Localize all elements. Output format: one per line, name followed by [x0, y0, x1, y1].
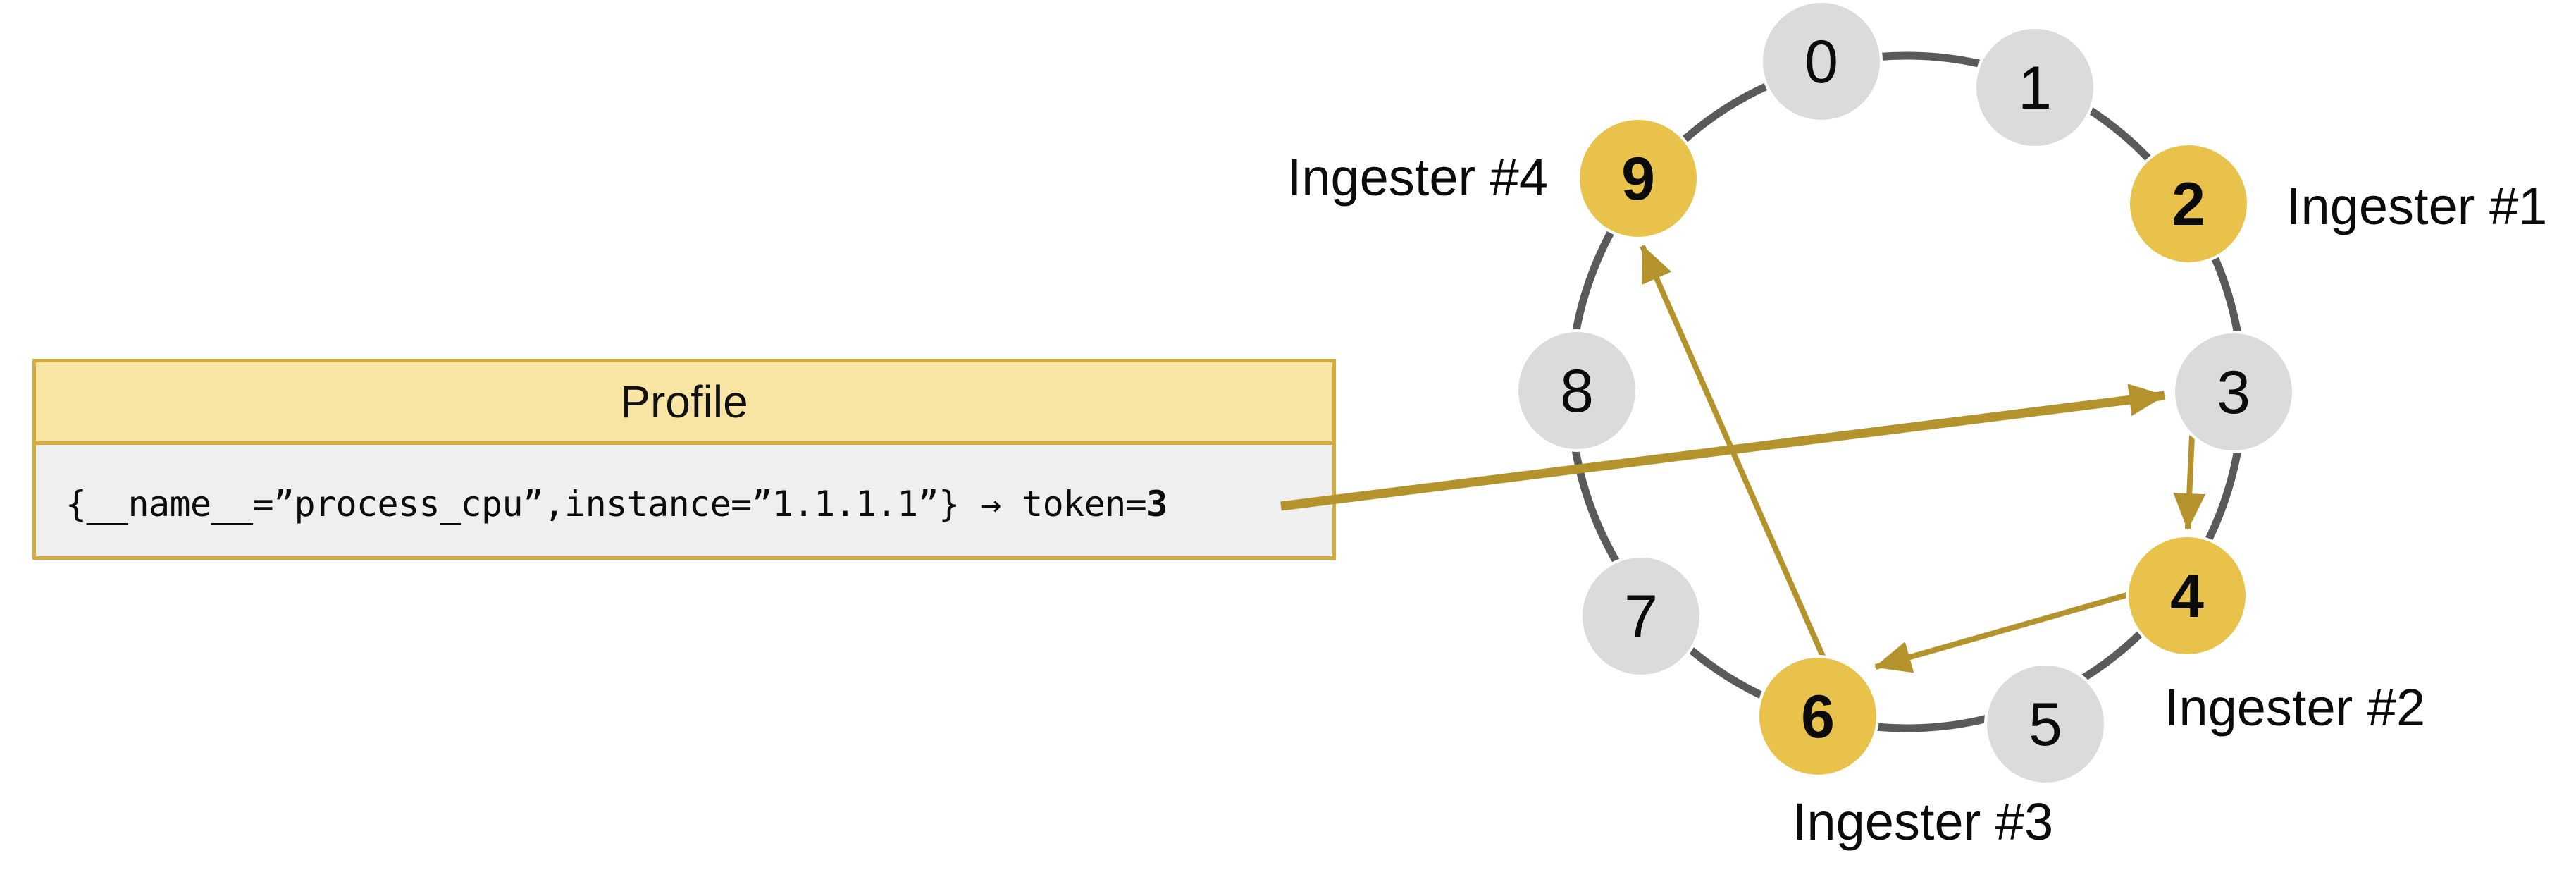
- token-node-circle: [2172, 331, 2295, 453]
- node-6-value: 6: [1801, 683, 1835, 751]
- ring-node-5: 5: [1984, 663, 2107, 785]
- ingester-node-circle: [1577, 117, 1699, 240]
- node6-to-node9-arrow: [1640, 245, 1826, 659]
- token-node-circle: [1760, 0, 1883, 123]
- ingester-3-label: Ingester #3: [1792, 792, 2053, 851]
- token-node-circle: [1974, 26, 2096, 149]
- profile-card-header: Profile: [36, 362, 1332, 445]
- hash-ring-circle: [1566, 51, 2247, 732]
- token3-to-node4-arrow: [2173, 435, 2206, 530]
- profile-card-title: Profile: [620, 376, 748, 427]
- ingester-4-label: Ingester #4: [1287, 148, 1548, 207]
- ring-node-3: 3: [2172, 331, 2295, 453]
- ring-node-8: 8: [1516, 329, 1638, 452]
- ingester-node-circle: [2126, 534, 2248, 657]
- node-8-value: 8: [1560, 357, 1594, 425]
- node-4-value: 4: [2170, 563, 2204, 630]
- ring-node-1: 1: [1974, 26, 2096, 149]
- ingester-2-label: Ingester #2: [2165, 678, 2425, 737]
- ring-node-6: 6: [1757, 655, 1879, 778]
- ingester-node-circle: [2127, 142, 2250, 265]
- node-7-value: 7: [1624, 583, 1658, 651]
- node-3-value: 3: [2217, 359, 2250, 427]
- node-9-value: 9: [1621, 145, 1655, 213]
- ring-node-9: 9: [1577, 117, 1699, 240]
- node-5-value: 5: [2029, 691, 2062, 759]
- series-mapping-text: {__name__=”process_cpu”,instance=”1.1.1.…: [66, 484, 1147, 525]
- token-node-circle: [1580, 555, 1702, 677]
- node4-to-node6-arrow: [1874, 591, 2131, 673]
- profile-card: Profile {__name__=”process_cpu”,instance…: [32, 359, 1336, 560]
- profile-card-body: {__name__=”process_cpu”,instance=”1.1.1.…: [36, 445, 1332, 556]
- ring-node-0: 0: [1760, 0, 1883, 123]
- token-value: 3: [1146, 484, 1168, 525]
- node-1-value: 1: [2018, 54, 2052, 122]
- ring-node-2: 2: [2127, 142, 2250, 265]
- token-node-circle: [1984, 663, 2107, 785]
- profile-to-token3-arrow: [1280, 384, 2166, 511]
- node-2-value: 2: [2172, 171, 2205, 238]
- ring-node-7: 7: [1580, 555, 1702, 677]
- ring-node-4: 4: [2126, 534, 2248, 657]
- ingester-1-label: Ingester #1: [2286, 177, 2547, 235]
- ingester-node-circle: [1757, 655, 1879, 778]
- token-node-circle: [1516, 329, 1638, 452]
- node-0-value: 0: [1804, 28, 1838, 96]
